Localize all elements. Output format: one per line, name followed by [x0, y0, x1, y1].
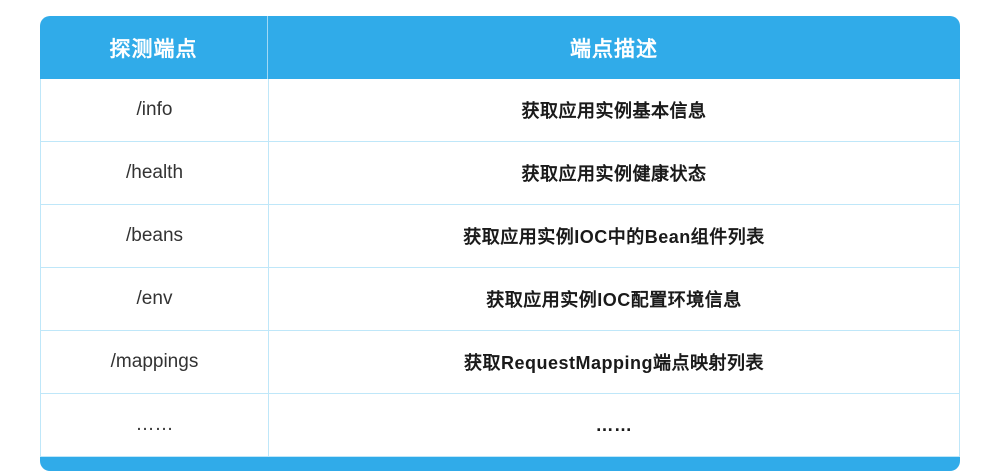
description-cell-mappings: 获取RequestMapping端点映射列表 — [463, 353, 764, 373]
description-cell-env: 获取应用实例IOC配置环境信息 — [486, 290, 742, 310]
endpoints-table: 探测端点 端点描述 /info 获取应用实例基本信息 /health 获取应用实… — [40, 16, 960, 471]
table-footer-strip — [40, 457, 960, 471]
column-header-endpoint: 探测端点 — [40, 16, 268, 79]
endpoint-cell-mappings: /mappings — [41, 331, 269, 393]
table-row: /beans 获取应用实例IOC中的Bean组件列表 — [40, 205, 960, 268]
description-cell-ellipsis: …… — [595, 414, 633, 435]
table-row: /info 获取应用实例基本信息 — [40, 79, 960, 142]
table-row: /env 获取应用实例IOC配置环境信息 — [40, 268, 960, 331]
table-row: /mappings 获取RequestMapping端点映射列表 — [40, 331, 960, 394]
endpoint-cell-info: /info — [41, 79, 269, 141]
description-cell-beans: 获取应用实例IOC中的Bean组件列表 — [463, 227, 765, 247]
table-header-row: 探测端点 端点描述 — [40, 16, 960, 79]
column-header-description: 端点描述 — [570, 37, 658, 61]
description-cell-info: 获取应用实例基本信息 — [521, 101, 707, 121]
table-row: /health 获取应用实例健康状态 — [40, 142, 960, 205]
description-cell-health: 获取应用实例健康状态 — [521, 164, 707, 184]
table-row: …… …… — [40, 394, 960, 457]
endpoint-cell-beans: /beans — [41, 205, 269, 267]
endpoint-cell-env: /env — [41, 268, 269, 330]
endpoint-cell-health: /health — [41, 142, 269, 204]
endpoint-cell-ellipsis: …… — [41, 394, 269, 456]
